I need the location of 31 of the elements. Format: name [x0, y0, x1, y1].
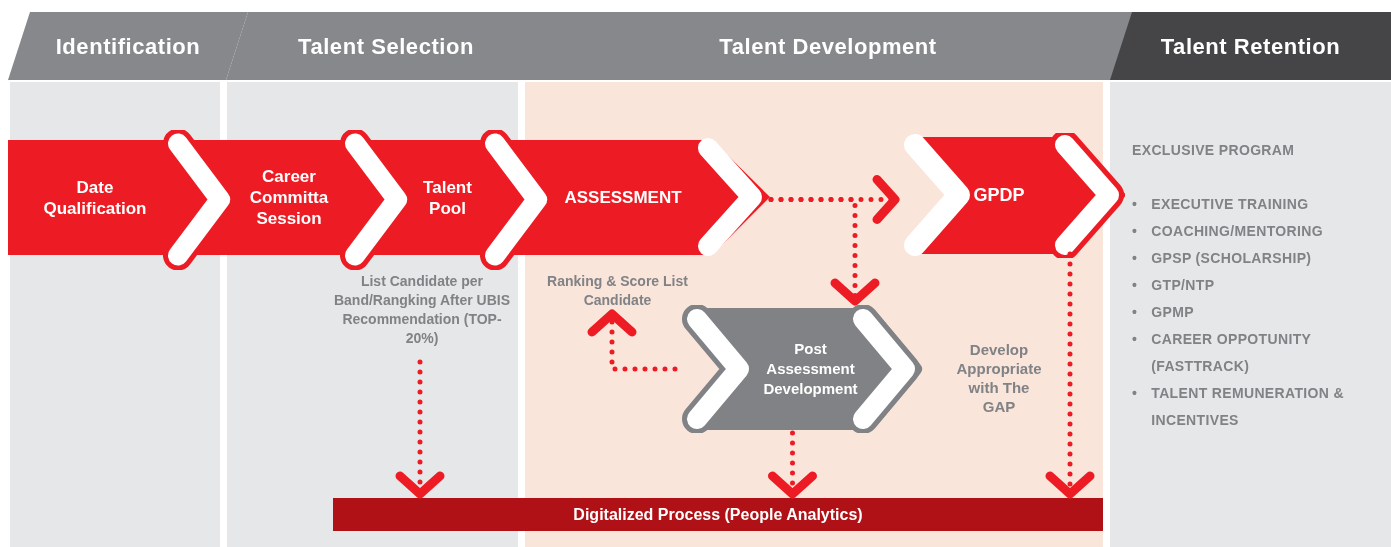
list-item: GTP/NTP: [1151, 276, 1215, 295]
dotted-arrow: [1045, 251, 1095, 499]
process-bar: Digitalized Process (People Analytics): [333, 498, 1103, 531]
stage-header: Talent Retention: [1110, 12, 1391, 80]
step-label: Talent Pool: [422, 176, 473, 219]
list-item: CAREER OPPOTUNITY (FASTTRACK): [1151, 330, 1312, 376]
list-heading: EXCLUSIVE PROGRAM: [1132, 141, 1295, 160]
stage-header: Talent Development: [523, 12, 1133, 80]
list-item: COACHING/MENTORING: [1151, 222, 1323, 241]
dotted-arrow: [395, 359, 445, 499]
bullet: •: [1132, 222, 1138, 241]
list-item: TALENT REMUNERATION & INCENTIVES: [1151, 384, 1345, 430]
stage-header: Talent Selection: [226, 12, 546, 80]
bullet: •: [1132, 384, 1138, 403]
bullet: •: [1132, 330, 1138, 349]
stage-header: Identification: [8, 12, 248, 80]
list-item: EXECUTIVE TRAINING: [1151, 195, 1309, 214]
annotation-text: Develop Appropriate with The GAP: [955, 340, 1043, 416]
list-item: GPSP (SCHOLARSHIP): [1151, 249, 1312, 268]
step-label: Date Qualification: [42, 176, 148, 219]
bullet: •: [1132, 303, 1138, 322]
step-label: ASSESSMENT: [564, 187, 682, 208]
step-label: Career Committa Session: [248, 166, 330, 229]
bullet: •: [1132, 249, 1138, 268]
bullet: •: [1132, 195, 1138, 214]
dotted-arrow: [768, 430, 817, 499]
list-item: GPMP: [1151, 303, 1194, 322]
bullet: •: [1132, 276, 1138, 295]
dotted-arrow: [768, 197, 880, 306]
annotation-text: List Candidate per Band/Rangking After UBIS Recommendation (TOP-20%): [332, 272, 511, 348]
annotation-text: Ranking & Score List Candidate: [546, 272, 689, 310]
